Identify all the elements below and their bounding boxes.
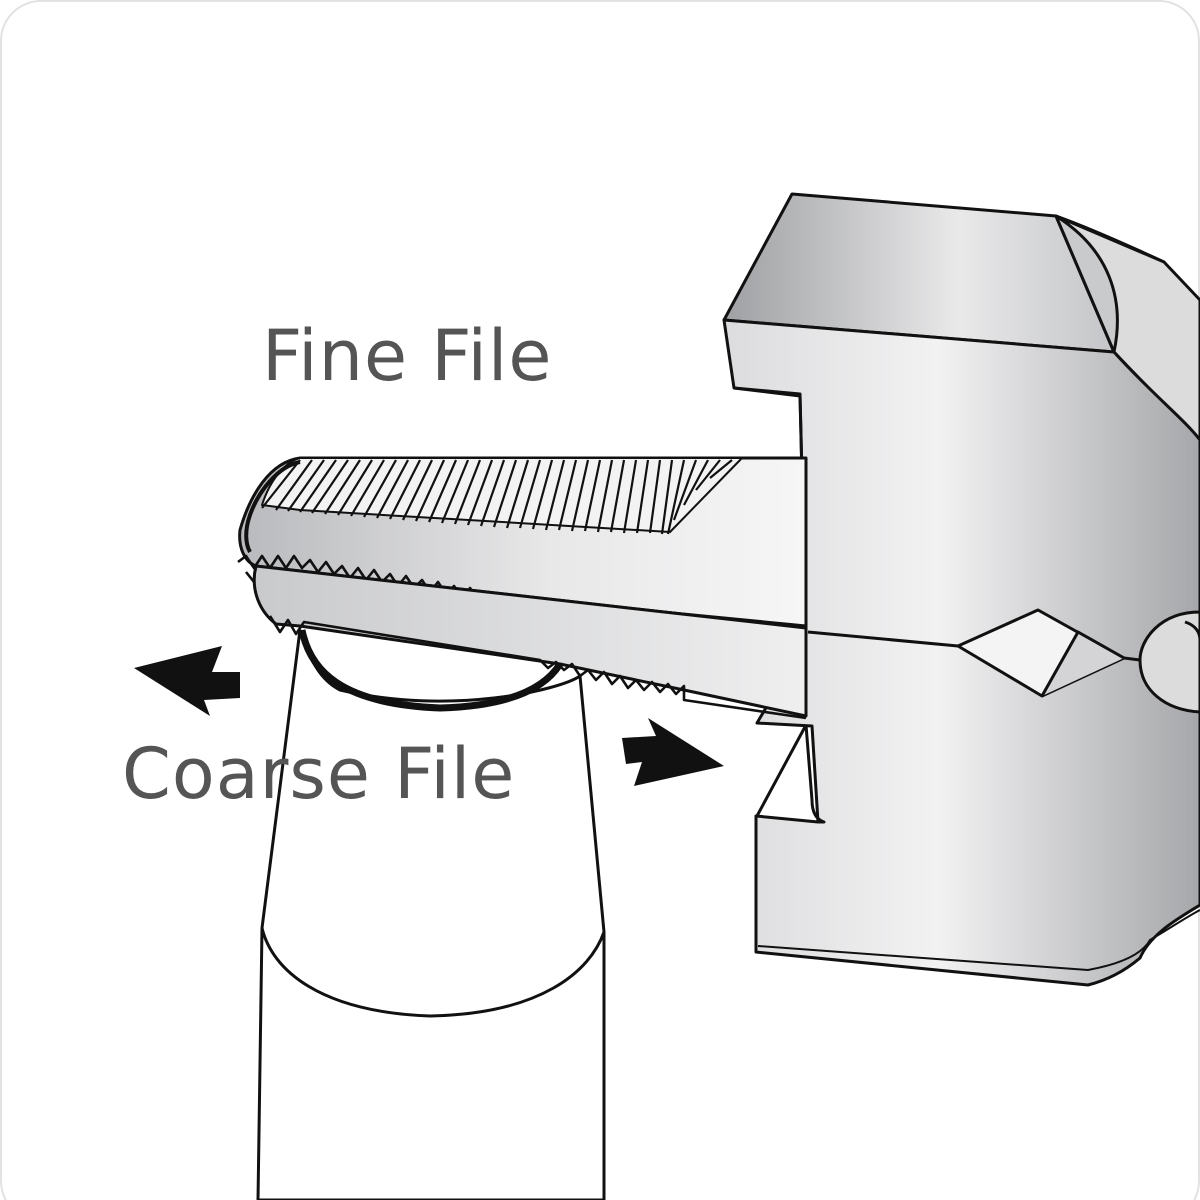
cutter-diamond-inner xyxy=(1040,630,1125,697)
jaw-blades xyxy=(237,456,808,720)
jaw-center-line xyxy=(807,630,959,648)
pliers-slot-bottom xyxy=(755,724,808,817)
lower-blade xyxy=(252,564,808,718)
file-tool xyxy=(256,629,606,1200)
file-tip-curve xyxy=(260,927,606,1018)
arrow-right-icon xyxy=(622,718,724,786)
pliers-bottom-lip xyxy=(757,909,1200,971)
pliers-head xyxy=(722,192,1200,987)
file-shaft xyxy=(256,629,606,1200)
jaw-center-line-2 xyxy=(1123,656,1141,662)
file-end-arc xyxy=(298,629,563,712)
arrow-left-icon xyxy=(134,646,240,716)
coarse-file-label: Coarse File xyxy=(122,733,515,815)
fine-file-hatching xyxy=(261,459,733,535)
blade-tip xyxy=(244,460,301,553)
pliers-slot-wall xyxy=(804,724,826,824)
pivot-hole xyxy=(1138,610,1200,714)
coarse-file-teeth xyxy=(268,615,807,720)
fine-file-label: Fine File xyxy=(262,315,552,397)
